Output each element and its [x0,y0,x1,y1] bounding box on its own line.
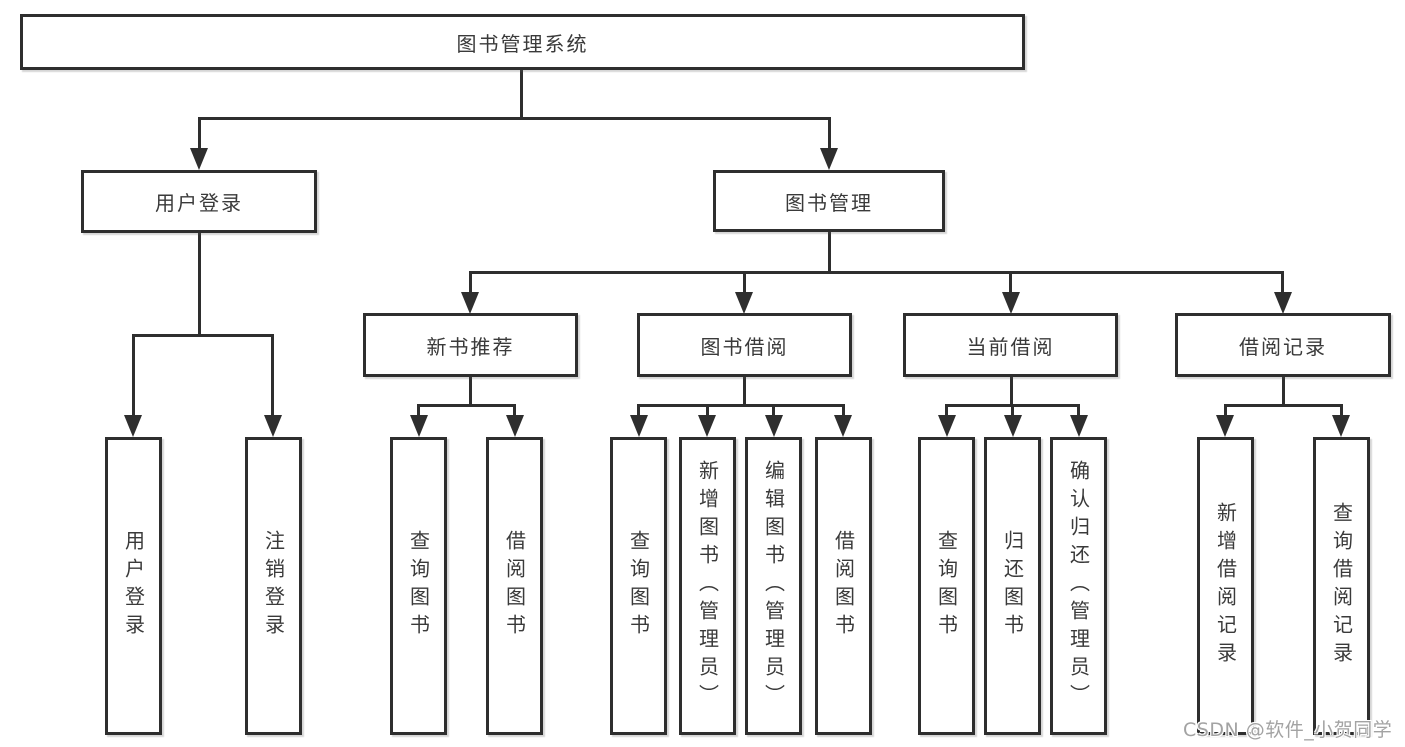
leaf-label: 查询图书 [626,530,651,642]
edge-book-borrow-stub [743,377,746,407]
leaf-add-books-admin: 新增图书（管理员） [679,437,736,735]
leaf-confirm-return-admin: 确认归还（管理员） [1050,437,1107,735]
node-root-system: 图书管理系统 [20,14,1025,70]
csdn-watermark: CSDN @软件_小贺同学 [1183,719,1393,741]
leaf-logout: 注销登录 [245,437,302,735]
arrowhead-down-icon [1070,415,1088,437]
leaf-query-borrow-record: 查询借阅记录 [1313,437,1370,735]
leaf-label: 查询图书 [934,530,959,642]
edge-level3-drop [1009,271,1012,296]
arrowhead-down-icon [264,415,282,437]
node-book-borrow: 图书借阅 [637,313,852,377]
leaf-query-books-recommend: 查询图书 [390,437,447,735]
edge-new-book-stub [469,377,472,407]
edge-level3-drop [1281,271,1284,296]
node-label: 当前借阅 [966,334,1055,359]
arrowhead-down-icon [506,415,524,437]
edge-new-book-rail [417,404,516,407]
node-book-management: 图书管理 [713,170,945,232]
edge-leaf-drop [706,404,709,418]
leaf-edit-books-admin: 编辑图书（管理员） [745,437,802,735]
leaf-label: 确认归还（管理员） [1066,460,1091,712]
arrowhead-down-icon [698,415,716,437]
leaf-label: 归还图书 [1000,530,1025,642]
edge-leaf-drop [1224,404,1227,418]
edge-current-borrow-stub [1010,377,1013,407]
edge-leaf-drop [513,404,516,418]
leaf-label: 查询借阅记录 [1329,502,1354,670]
edge-leaf-drop [1340,404,1343,418]
arrowhead-down-icon [461,292,479,314]
edge-leaf-drop [637,404,640,418]
arrowhead-down-icon [938,415,956,437]
leaf-add-borrow-record: 新增借阅记录 [1197,437,1254,735]
arrowhead-down-icon [820,148,838,170]
edge-root-stub [520,70,523,120]
node-label: 新书推荐 [426,334,515,359]
leaf-label: 借阅图书 [831,530,856,642]
edge-book-mgmt-drop [828,117,831,150]
edge-user-login-drop [198,117,201,150]
edge-leaf-drop [1011,404,1014,418]
arrowhead-down-icon [834,415,852,437]
arrowhead-down-icon [1004,415,1022,437]
arrowhead-down-icon [410,415,428,437]
arrowhead-down-icon [1332,415,1350,437]
arrowhead-down-icon [630,415,648,437]
edge-book-mgmt-stub [828,232,831,274]
leaf-label: 借阅图书 [502,530,527,642]
arrowhead-down-icon [1274,292,1292,314]
leaf-label: 新增图书（管理员） [695,460,720,712]
leaf-label: 用户登录 [121,530,146,642]
edge-level3-rail [469,271,1283,274]
leaf-query-books-current: 查询图书 [918,437,975,735]
edge-leaf-drop [132,334,135,418]
leaf-borrow-books-recommend: 借阅图书 [486,437,543,735]
leaf-label: 注销登录 [261,530,286,642]
leaf-label: 查询图书 [406,530,431,642]
edge-book-borrow-rail [637,404,845,407]
arrowhead-down-icon [735,292,753,314]
edge-leaf-drop [417,404,420,418]
edge-level3-drop [469,271,472,296]
arrowhead-down-icon [1216,415,1234,437]
edge-borrow-record-rail [1224,404,1343,407]
arrowhead-down-icon [765,415,783,437]
edge-user-login-stub [198,232,201,336]
edge-leaf-drop [1077,404,1080,418]
node-label: 图书管理 [785,190,873,215]
node-label: 图书借阅 [700,334,789,359]
arrowhead-down-icon [1002,292,1020,314]
leaf-label: 编辑图书（管理员） [761,460,786,712]
node-label: 图书管理系统 [456,31,589,56]
arrowhead-down-icon [190,148,208,170]
node-label: 用户登录 [155,191,243,215]
edge-leaf-drop [271,334,274,418]
edge-level2-rail [198,117,831,120]
edge-level3-drop [743,271,746,296]
node-borrow-records: 借阅记录 [1175,313,1391,377]
leaf-return-books: 归还图书 [984,437,1041,735]
edge-user-login-rail [132,334,274,337]
leaf-borrow-books: 借阅图书 [815,437,872,735]
node-new-book-recommend: 新书推荐 [363,313,578,377]
node-label: 借阅记录 [1239,334,1327,359]
edge-leaf-drop [945,404,948,418]
leaf-user-login: 用户登录 [105,437,162,735]
edge-leaf-drop [842,404,845,418]
node-current-borrow: 当前借阅 [903,313,1118,377]
edge-borrow-record-stub [1282,377,1285,407]
edge-leaf-drop [772,404,775,418]
arrowhead-down-icon [124,415,142,437]
leaf-label: 新增借阅记录 [1213,502,1238,670]
node-user-login: 用户登录 [81,170,317,233]
leaf-query-books-borrow: 查询图书 [610,437,667,735]
